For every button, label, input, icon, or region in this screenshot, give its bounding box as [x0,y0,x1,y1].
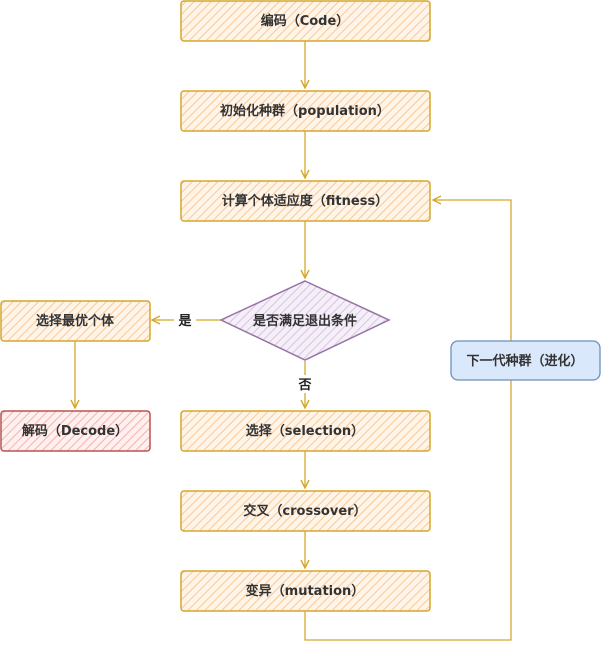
node-decode[interactable]: 解码（Decode） [0,410,151,452]
node-decode-label: 解码（Decode） [21,423,128,439]
node-fitness[interactable]: 计算个体适应度（fitness） [180,180,431,222]
node-next-gen-label: 下一代种群（进化） [466,353,583,369]
node-crossover[interactable]: 交叉（crossover） [180,490,431,532]
node-next-gen[interactable]: 下一代种群（进化） [450,340,601,381]
edge-label-bg [174,311,196,329]
node-code-label: 编码（Code） [261,13,350,29]
node-crossover-label: 交叉（crossover） [243,503,366,519]
node-fitness-label: 计算个体适应度（fitness） [222,193,388,209]
node-best-label: 选择最优个体 [36,313,115,329]
node-best[interactable]: 选择最优个体 [0,300,151,342]
node-condition-label: 是否满足退出条件 [252,313,357,329]
node-selection-label: 选择（selection） [246,423,364,439]
node-condition[interactable]: 是否满足退出条件 [219,280,391,361]
node-mutation[interactable]: 变异（mutation） [180,570,431,612]
node-population[interactable]: 初始化种群（population） [180,90,431,132]
edge-mutation-loop-back [304,200,512,641]
node-code[interactable]: 编码（Code） [180,0,431,42]
node-mutation-label: 变异（mutation） [246,583,365,599]
edge-label-yes: 是 [177,314,192,329]
edge-label-bg [294,375,316,393]
node-population-label: 初始化种群（population） [220,103,390,119]
node-selection[interactable]: 选择（selection） [180,410,431,452]
edge-label-no: 否 [297,378,311,393]
